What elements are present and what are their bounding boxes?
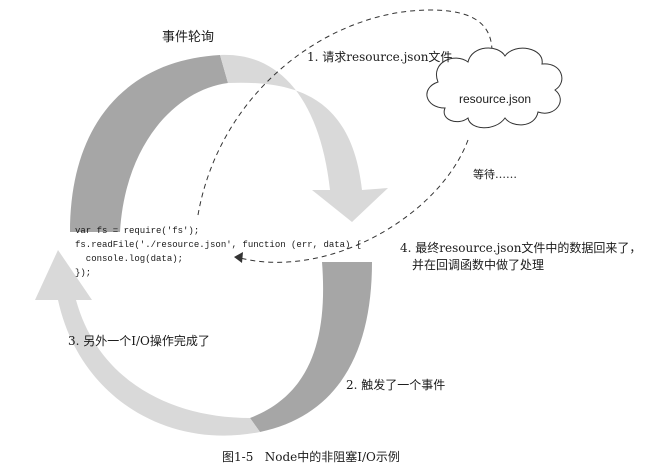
waiting-label: 等待…… bbox=[473, 167, 517, 181]
step2-label: 2. 触发了一个事件 bbox=[346, 377, 445, 392]
bottom-right-arrow-shape bbox=[250, 262, 372, 432]
top-arrow-light-part bbox=[220, 54, 388, 222]
cloud-label: resource.json bbox=[459, 92, 531, 106]
diagram-title: 事件轮询 bbox=[162, 30, 214, 45]
step1-label: 1. 请求resource.json文件 bbox=[307, 49, 452, 64]
cloud-shape bbox=[426, 47, 563, 129]
bottom-left-arrow-shape bbox=[35, 250, 260, 436]
code-line-4: }); bbox=[75, 268, 91, 278]
request-dashed-line bbox=[197, 9, 493, 216]
top-arrow-dark-part bbox=[70, 55, 228, 232]
code-block: var fs = require('fs'); fs.readFile('./r… bbox=[75, 226, 361, 278]
bottom-left-arrow bbox=[35, 250, 260, 436]
code-line-1: var fs = require('fs'); bbox=[75, 226, 199, 236]
step4-label-line2: 并在回调函数中做了处理 bbox=[412, 257, 544, 272]
step4-label-line1: 4. 最终resource.json文件中的数据回来了， bbox=[400, 240, 641, 255]
figure-caption: 图1-5 Node中的非阻塞I/O示例 bbox=[222, 449, 400, 464]
response-arrowhead bbox=[234, 252, 243, 263]
step3-label: 3. 另外一个I/O操作完成了 bbox=[68, 333, 210, 348]
code-line-2: fs.readFile('./resource.json', function … bbox=[75, 240, 361, 250]
top-arrow bbox=[70, 54, 388, 232]
bottom-right-arrow bbox=[250, 262, 372, 432]
code-line-3: console.log(data); bbox=[75, 254, 183, 264]
